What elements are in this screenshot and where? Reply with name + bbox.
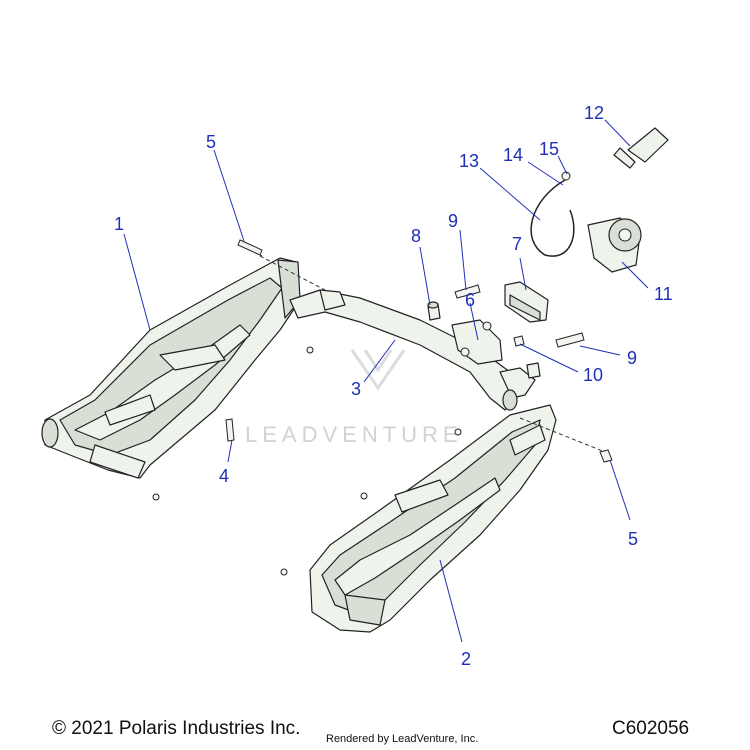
callout-3: 3 [351, 379, 361, 399]
callout-12: 12 [584, 103, 604, 123]
watermark-logo-icon [350, 349, 406, 391]
callout-2: 2 [461, 649, 471, 669]
copyright-text: © 2021 Polaris Industries Inc. [52, 718, 301, 739]
callout-7: 7 [512, 234, 522, 254]
watermark: LEADVENTURE [245, 349, 463, 447]
callout-9-right: 9 [627, 348, 637, 368]
callout-10: 10 [583, 365, 603, 385]
diagram-code: C602056 [612, 718, 690, 739]
watermark-text: LEADVENTURE [245, 422, 463, 447]
callout-8: 8 [411, 226, 421, 246]
rendered-by-text: Rendered by LeadVenture, Inc. [326, 733, 479, 745]
callout-14: 14 [503, 145, 523, 165]
part-8-spacer-lower [526, 362, 541, 379]
part-7-bracket [504, 281, 549, 323]
callout-15: 15 [539, 139, 559, 159]
callout-6: 6 [465, 290, 475, 310]
part-6-bracket [451, 319, 503, 365]
leader-lines [123, 119, 649, 643]
callout-labels: 1 2 3 4 5 5 6 7 8 9 9 10 11 12 13 14 15 [114, 103, 673, 669]
callout-5-top: 5 [206, 132, 216, 152]
part-12-hitch-pin [613, 127, 669, 169]
part-11-hitch-receiver [587, 217, 642, 273]
part-13-lanyard-cable [530, 171, 575, 257]
callout-9-top: 9 [448, 211, 458, 231]
callout-4: 4 [219, 466, 229, 486]
callout-5-bottom: 5 [628, 529, 638, 549]
callout-13: 13 [459, 151, 479, 171]
part-8-spacer [427, 301, 441, 321]
part-2-right-frame [309, 404, 557, 633]
part-1-left-frame [41, 257, 301, 479]
assembly-guide-lines [239, 243, 606, 453]
callout-1: 1 [114, 214, 124, 234]
fasteners [152, 239, 613, 576]
callout-11: 11 [654, 284, 673, 304]
